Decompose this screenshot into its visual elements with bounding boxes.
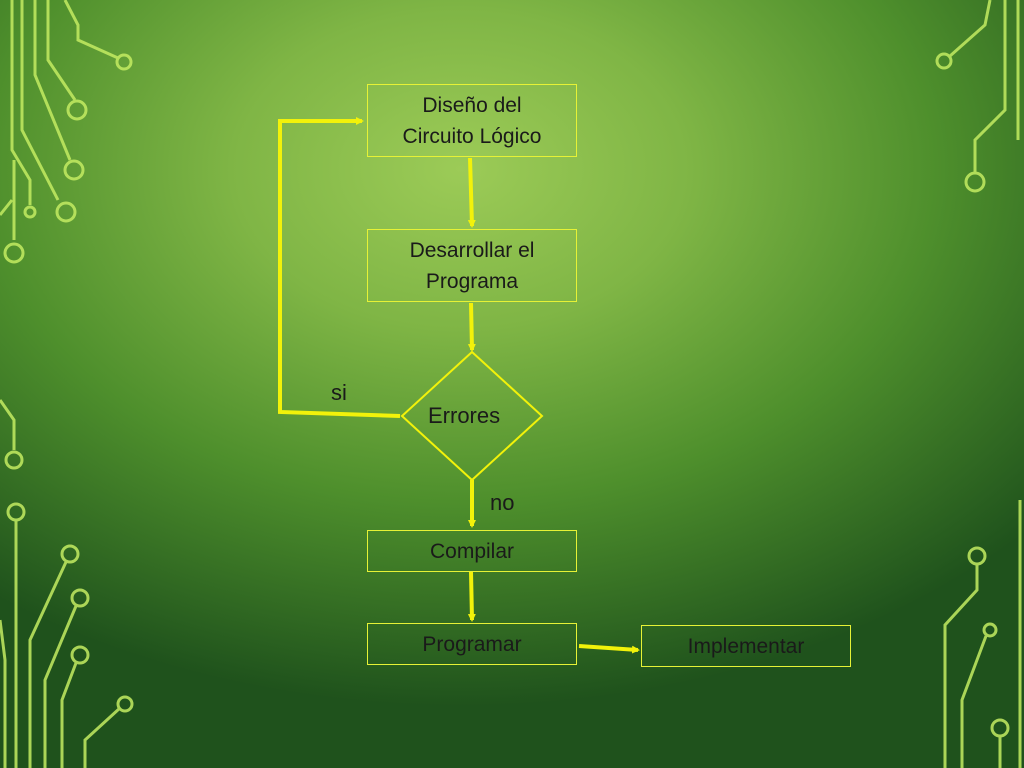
node-diseno-circuito-logico: Diseño del Circuito Lógico (367, 84, 577, 157)
decision-errores-label: Errores (428, 403, 501, 428)
node-desarrollar-line1: Desarrollar el (409, 238, 535, 262)
node-desarrollar-line2: Programa (425, 269, 519, 293)
loop-back-arrow (278, 117, 401, 418)
node-implementar: Implementar (641, 625, 851, 667)
arrow-programar-implementar (578, 644, 640, 654)
edge-label-si: si (331, 380, 347, 405)
node-diseno-line2: Circuito Lógico (402, 124, 542, 148)
node-programar-label: Programar (422, 632, 522, 656)
node-desarrollar-programa: Desarrollar el Programa (367, 229, 577, 302)
arrow-diseno-desarrollar (467, 157, 476, 228)
arrow-compilar-programar (467, 571, 476, 622)
node-compilar: Compilar (367, 530, 577, 572)
node-implementar-label: Implementar (687, 634, 805, 658)
node-diseno-line1: Diseño del (422, 93, 522, 117)
edge-label-no: no (490, 490, 515, 515)
arrow-desarrollar-errores (467, 302, 476, 352)
node-programar: Programar (367, 623, 577, 665)
decision-diamond (400, 350, 544, 482)
node-compilar-label: Compilar (429, 539, 515, 563)
